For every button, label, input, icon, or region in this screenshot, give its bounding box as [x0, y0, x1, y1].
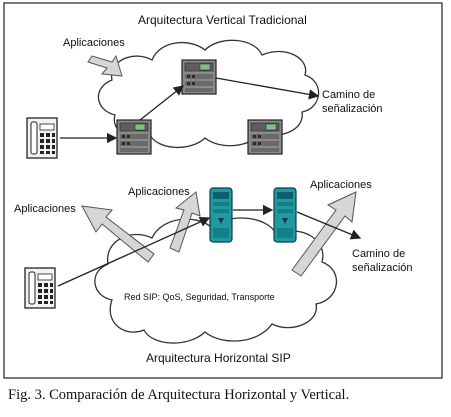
top-server-center: [181, 59, 217, 95]
bottom-network-label: Red SIP: QoS, Seguridad, Transporte: [124, 292, 275, 302]
top-apps-label: Aplicaciones: [63, 37, 125, 49]
bottom-apps-label-left: Aplicaciones: [14, 203, 76, 215]
top-signaling-label-2: señalización: [322, 103, 383, 115]
bottom-apps-label-right: Aplicaciones: [310, 179, 372, 191]
bottom-sip-server-left: [209, 187, 233, 243]
bottom-apps-arrow-left: [81, 205, 155, 263]
bottom-panel-title: Arquitectura Horizontal SIP: [146, 351, 291, 365]
top-signal-path-line: [215, 77, 320, 100]
bottom-apps-arrow-right: [291, 191, 357, 277]
bottom-phone-icon: [24, 267, 56, 309]
top-phone-icon: [26, 117, 58, 159]
top-server-left: [116, 119, 152, 155]
bottom-cloud: [94, 217, 338, 344]
bottom-signaling-label-1: Camino de: [352, 248, 405, 260]
bottom-phone-to-server-line: [57, 216, 211, 287]
top-signaling-label-1: Camino de: [322, 89, 375, 101]
top-panel-title: Arquitectura Vertical Tradicional: [138, 13, 307, 27]
top-server-right: [247, 119, 283, 155]
figure-caption: Fig. 3. Comparación de Arquitectura Hori…: [8, 387, 350, 403]
bottom-signal-path-line: [296, 211, 362, 240]
top-apps-arrow: [87, 54, 123, 77]
bottom-signaling-label-2: señalización: [352, 262, 413, 274]
bottom-apps-label-center: Aplicaciones: [128, 186, 190, 198]
bottom-sip-server-right: [273, 187, 297, 243]
bottom-apps-arrow-center: [169, 191, 201, 253]
top-server-to-server-line: [139, 85, 185, 121]
